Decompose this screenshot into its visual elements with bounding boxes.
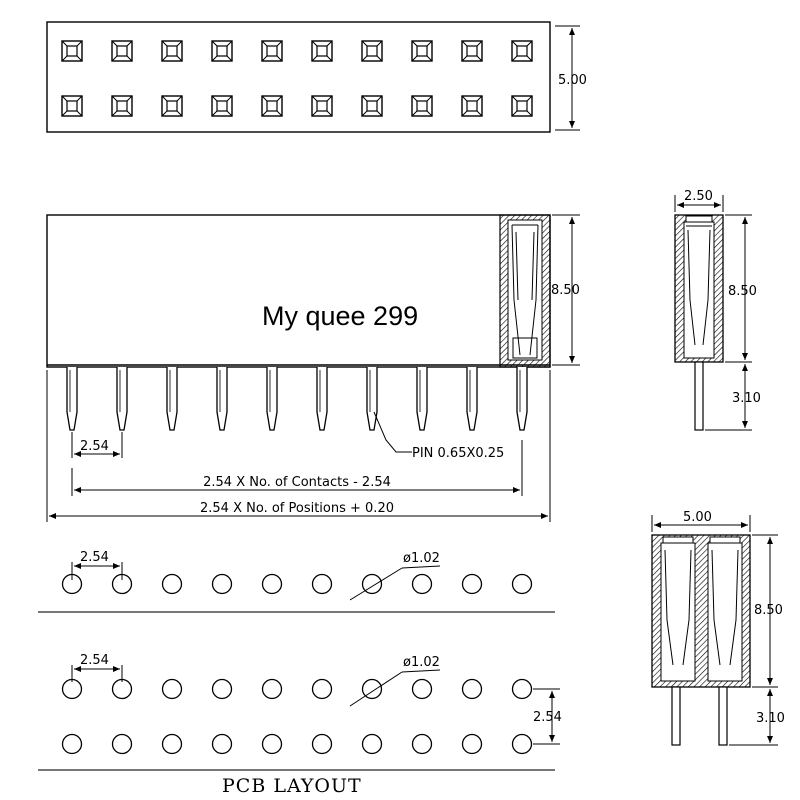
pcb-hole (211, 573, 233, 595)
pcb-hole (161, 733, 183, 755)
pcb-hole (161, 573, 183, 595)
pcb-hole (261, 678, 283, 700)
pcb-hole (361, 573, 383, 595)
pcb-hole (411, 573, 433, 595)
pcb-hole (361, 733, 383, 755)
contact-square (361, 40, 383, 62)
side-view-single: 2.50 8.50 3.10 (674, 189, 761, 431)
pcb-double-pitch-label: 2.54 (80, 653, 109, 668)
side-double-height-label: 8.50 (754, 603, 783, 618)
contact-square (361, 95, 383, 117)
pcb-hole (411, 733, 433, 755)
pcb-hole (461, 678, 483, 700)
pcb-hole (311, 678, 333, 700)
pin (66, 367, 78, 431)
pin (416, 367, 428, 431)
contact-square (511, 95, 533, 117)
pin (116, 367, 128, 431)
pcb-hole (61, 733, 83, 755)
pcb-hole (411, 678, 433, 700)
contact-square (111, 40, 133, 62)
pcb-hole (111, 733, 133, 755)
contact-square (461, 95, 483, 117)
pcb-hole (211, 678, 233, 700)
contacts-formula-label: 2.54 X No. of Contacts - 2.54 (203, 475, 391, 490)
contact-square (461, 40, 483, 62)
contact-square (211, 95, 233, 117)
front-view-body (46, 214, 551, 368)
contact-square (211, 40, 233, 62)
contact-square (311, 95, 333, 117)
pcb-hole (311, 573, 333, 595)
side-double-pin-label: 3.10 (756, 711, 785, 726)
pcb-hole (211, 733, 233, 755)
pin (466, 367, 478, 431)
overlay-caption: My quee 299 (262, 301, 418, 331)
pcb-hole (261, 573, 283, 595)
pcb-hole (161, 678, 183, 700)
pin (216, 367, 228, 431)
pcb-hole (311, 733, 333, 755)
pcb-single-hole-label: ø1.02 (403, 551, 440, 566)
contact-square (161, 40, 183, 62)
pcb-hole (461, 733, 483, 755)
side-view-double: 5.00 8.50 3.10 (651, 510, 785, 746)
contact-square (111, 95, 133, 117)
front-view-height-label: 8.50 (551, 283, 580, 298)
pcb-double-row-pitch-label: 2.54 (533, 710, 562, 725)
side-single-pin-label: 3.10 (732, 391, 761, 406)
pcb-double-holes (61, 678, 533, 755)
side-double-width-label: 5.00 (683, 510, 712, 525)
pin (366, 367, 378, 431)
contact-square (411, 40, 433, 62)
pcb-single-pitch-label: 2.54 (80, 550, 109, 565)
contact-square (161, 95, 183, 117)
positions-formula-label: 2.54 X No. of Positions + 0.20 (200, 501, 394, 516)
pcb-double-row: 2.54 ø1.02 2.54 PCB LAYOUT (38, 653, 562, 797)
front-view-pitch-label: 2.54 (80, 439, 109, 454)
pcb-hole (511, 733, 533, 755)
pcb-hole (111, 678, 133, 700)
pin (316, 367, 328, 431)
contact-square (411, 95, 433, 117)
contact-square (61, 40, 83, 62)
front-view-pins (66, 367, 528, 431)
pcb-hole (361, 678, 383, 700)
pcb-single-row: 2.54 ø1.02 (38, 550, 555, 613)
top-view-outline (46, 21, 551, 133)
contact-square (261, 95, 283, 117)
top-view-height-label: 5.00 (558, 73, 587, 88)
contact-square (311, 40, 333, 62)
contact-square (261, 40, 283, 62)
top-view: 5.00 (46, 21, 587, 133)
pin (266, 367, 278, 431)
side-single-height-label: 8.50 (728, 284, 757, 299)
pcb-layout-title: PCB LAYOUT (222, 775, 362, 797)
pcb-double-hole-label: ø1.02 (403, 655, 440, 670)
pcb-hole (261, 733, 283, 755)
pcb-hole (461, 573, 483, 595)
contact-square (511, 40, 533, 62)
pcb-single-holes (61, 573, 533, 595)
pcb-hole (511, 678, 533, 700)
pin (166, 367, 178, 431)
pcb-hole (61, 678, 83, 700)
pin (516, 367, 528, 431)
pcb-hole (511, 573, 533, 595)
side-single-width-label: 2.50 (684, 189, 713, 204)
front-view: 8.50 2.54 PIN 0.65X0.25 2.54 X No. of Co… (46, 214, 580, 522)
pin-size-label: PIN 0.65X0.25 (412, 446, 504, 461)
top-view-contacts (61, 40, 533, 117)
contact-square (61, 95, 83, 117)
